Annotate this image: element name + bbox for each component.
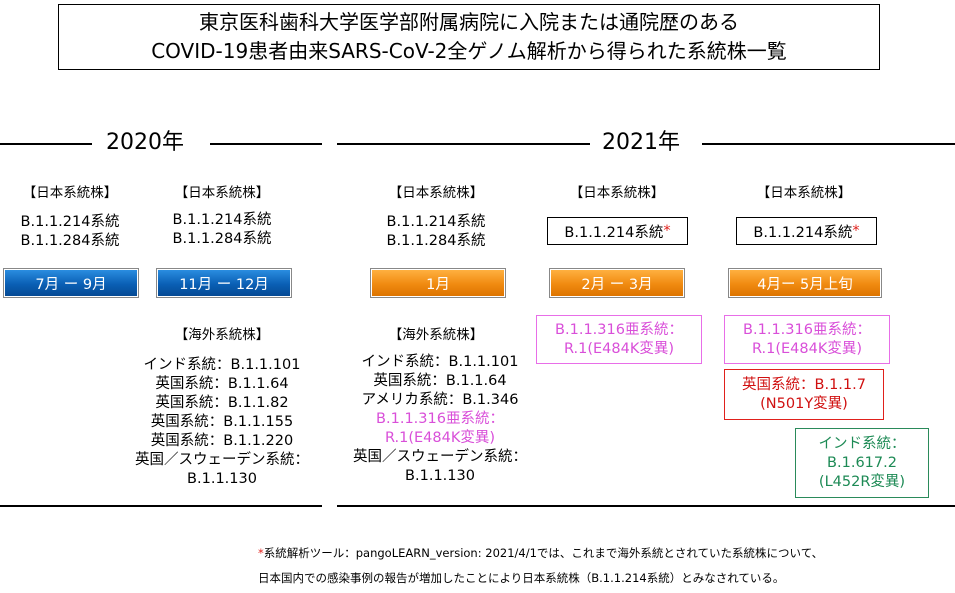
- asterisk-mark: *: [663, 223, 671, 239]
- overseas-2020-item: 英国系統：B.1.1.220: [150, 433, 294, 449]
- footnote-line-2: 日本国内での感染事例の報告が増加したことにより日本系統株（B.1.1.214系統…: [258, 571, 785, 585]
- japan-lineage-box-feb-mar: B.1.1.214系統*: [547, 217, 688, 245]
- period-jul-sep: 7月 ー 9月: [4, 269, 138, 297]
- japan-lineages-col1: B.1.1.214系統 B.1.1.284系統: [21, 213, 120, 251]
- japan-lineages-col3: B.1.1.214系統 B.1.1.284系統: [387, 213, 486, 251]
- lineage-b1-1-284: B.1.1.284系統: [172, 231, 272, 247]
- overseas-2020-item: 英国系統：B.1.1.64: [155, 376, 289, 392]
- variant-uk-box: 英国系統：B.1.1.7 (N501Y変異): [724, 369, 884, 420]
- lineage-b1-1-214: B.1.1.214系統: [564, 224, 664, 241]
- variant-india-line3: (L452R変異): [818, 473, 906, 490]
- year-2020-label: 2020年: [106, 130, 184, 155]
- variant-r1-line1: B.1.1.316亜系統：: [743, 321, 871, 338]
- variant-india-box: インド系統： B.1.617.2 (L452R変異): [795, 428, 929, 498]
- variant-uk-line1: 英国系統：B.1.1.7: [742, 376, 866, 393]
- variant-uk-line2: (N501Y変異): [760, 395, 848, 412]
- overseas-jan-item: B.1.1.130: [405, 468, 475, 484]
- year-2020-line-right: [210, 143, 322, 145]
- period-nov-dec: 11月 ー 12月: [157, 269, 291, 297]
- variant-r1-box-apr-may: B.1.1.316亜系統： R.1(E484K変異): [724, 315, 890, 364]
- overseas-2020-item: インド系統：B.1.1.101: [143, 357, 301, 373]
- footnote-line-1: *系統解析ツール：pangoLEARN_version: 2021/4/1では、…: [258, 545, 823, 561]
- cat-japan-col4: 【日本系統株】: [569, 185, 665, 201]
- japan-lineages-col2: B.1.1.214系統 B.1.1.284系統: [173, 211, 272, 249]
- overseas-2020-item: 英国系統：B.1.1.82: [155, 395, 289, 411]
- overseas-jan-item: アメリカ系統：B.1.346: [361, 392, 519, 408]
- variant-r1-line1: B.1.1.316亜系統：: [555, 321, 683, 338]
- year-2021-label: 2021年: [602, 130, 680, 155]
- footnote-text-1: 系統解析ツール：pangoLEARN_version: 2021/4/1では、こ…: [263, 546, 824, 560]
- title-line-2: COVID-19患者由来SARS-CoV-2全ゲノム解析から得られた系統株一覧: [151, 39, 787, 63]
- japan-lineage-box-apr-may: B.1.1.214系統*: [736, 217, 877, 245]
- cat-japan-col1: 【日本系統株】: [22, 185, 118, 201]
- year-2020-line-left: [0, 143, 92, 145]
- overseas-jan-item: 英国系統：B.1.1.64: [373, 373, 507, 389]
- asterisk-mark: *: [852, 223, 860, 239]
- year-2020-bottom-line: [0, 505, 322, 507]
- overseas-jan-list: インド系統：B.1.1.101 英国系統：B.1.1.64 アメリカ系統：B.1…: [353, 353, 527, 486]
- year-2021-line-right: [702, 143, 955, 145]
- cat-japan-col2: 【日本系統株】: [174, 185, 270, 201]
- year-2021-line-left: [337, 143, 590, 145]
- period-apr-may: 4月ー 5月上旬: [729, 269, 881, 297]
- period-feb-mar: 2月 ー 3月: [550, 269, 684, 297]
- overseas-jan-r1-line2: R.1(E484K変異): [384, 430, 496, 446]
- period-jan: 1月: [371, 269, 505, 297]
- variant-r1-box-feb-mar: B.1.1.316亜系統： R.1(E484K変異): [536, 315, 702, 364]
- lineage-b1-1-284: B.1.1.284系統: [386, 233, 486, 249]
- overseas-jan-item: インド系統：B.1.1.101: [361, 354, 519, 370]
- title-line-1: 東京医科歯科大学医学部附属病院に入院または通院歴のある: [199, 10, 739, 34]
- lineage-b1-1-214: B.1.1.214系統: [753, 224, 853, 241]
- variant-r1-line2: R.1(E484K変異): [751, 340, 863, 357]
- cat-japan-col3: 【日本系統株】: [388, 185, 484, 201]
- overseas-2020-list: インド系統：B.1.1.101 英国系統：B.1.1.64 英国系統：B.1.1…: [135, 356, 309, 489]
- variant-india-line1: インド系統：: [818, 435, 906, 452]
- lineage-b1-1-214: B.1.1.214系統: [172, 212, 272, 228]
- variant-india-line2: B.1.617.2: [827, 454, 897, 471]
- lineage-b1-1-214: B.1.1.214系統: [20, 214, 120, 230]
- cat-japan-col5: 【日本系統株】: [756, 185, 852, 201]
- variant-r1-line2: R.1(E484K変異): [563, 340, 675, 357]
- overseas-jan-r1-line1: B.1.1.316亜系統：: [376, 411, 504, 427]
- overseas-jan-item: 英国／スウェーデン系統：: [353, 449, 527, 465]
- cat-overseas-jan: 【海外系統株】: [388, 327, 484, 343]
- overseas-2020-item: 英国系統：B.1.1.155: [150, 414, 294, 430]
- overseas-2020-item: 英国／スウェーデン系統：: [135, 452, 309, 468]
- title-box: 東京医科歯科大学医学部附属病院に入院または通院歴のある COVID-19患者由来…: [58, 4, 880, 70]
- overseas-2020-item: B.1.1.130: [187, 471, 257, 487]
- footnote-asterisk: *: [258, 546, 264, 560]
- cat-overseas-2020: 【海外系統株】: [174, 327, 270, 343]
- lineage-b1-1-284: B.1.1.284系統: [20, 233, 120, 249]
- year-2021-bottom-line: [337, 505, 955, 507]
- lineage-b1-1-214: B.1.1.214系統: [386, 214, 486, 230]
